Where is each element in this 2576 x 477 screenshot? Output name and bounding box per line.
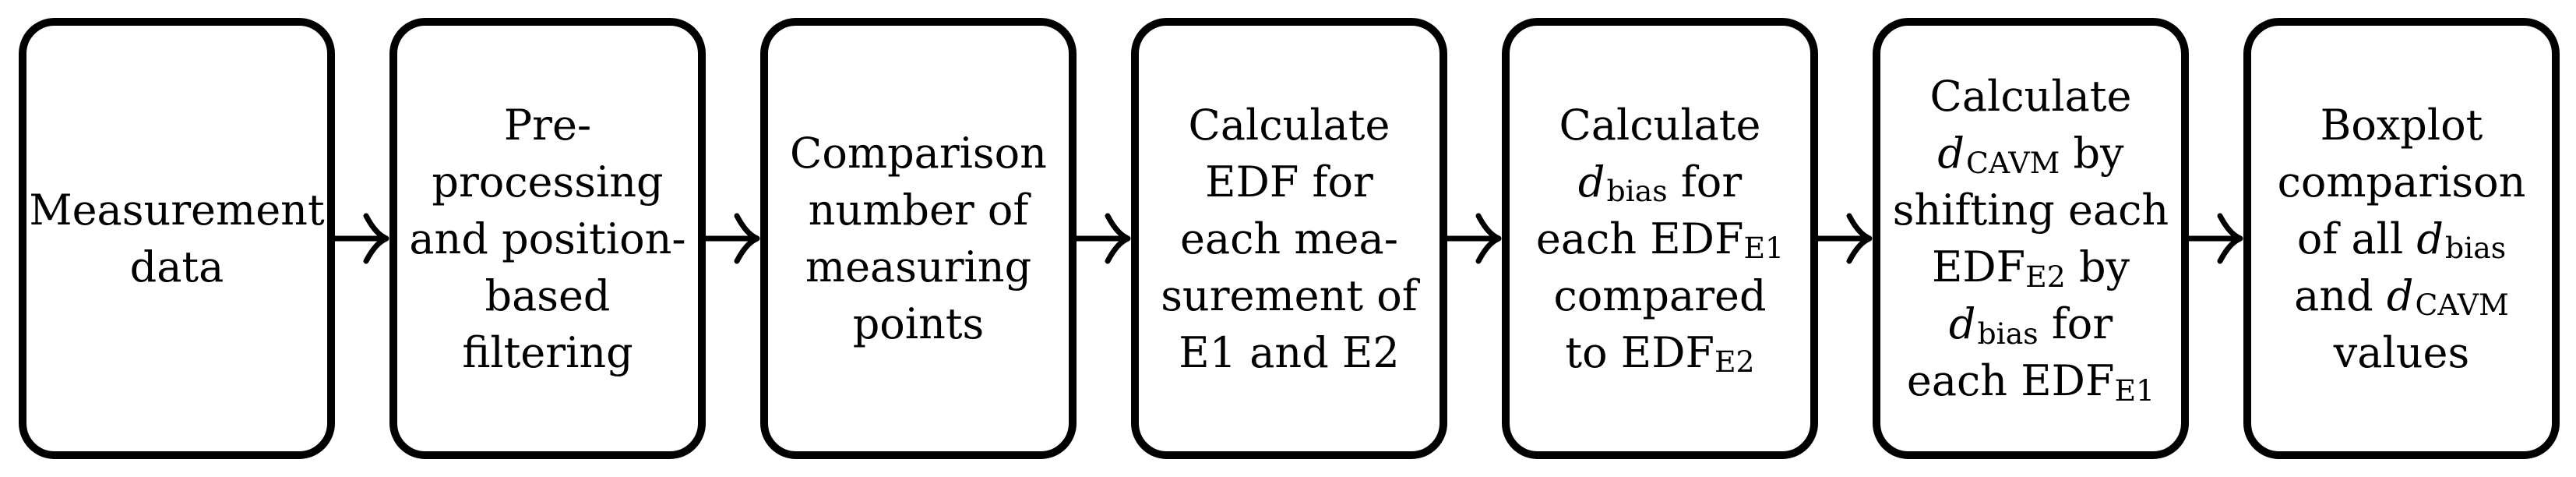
flow-arrow-1 [335,213,389,264]
box-text-line: data [129,242,224,292]
box-text-line: measuring [805,242,1032,292]
flow-box-comparison-measuring-points: Comparison number of measuring points [760,18,1077,459]
box-text-line: to EDFE2 [1565,327,1755,380]
flow-arrow-5 [1818,213,1873,264]
box-text-line: points [852,299,985,348]
box-text-line: compared [1553,270,1767,320]
box-text-line: dCAVM by [1937,129,2124,180]
box-text-line: Pre- [503,100,592,150]
flow-box-preprocessing-filtering: Pre-processing and position-based filterin… [389,18,706,459]
box-text-line: each mea- [1180,214,1398,263]
flow-arrow-3 [1077,213,1131,264]
box-text-line: E1 and E2 [1179,327,1400,377]
box-text-line: dbias for [1948,299,2113,351]
box-text-line: filtering [462,327,633,377]
box-text-line: and dCAVM [2294,270,2509,323]
box-text-line: Calculate [1188,100,1390,150]
box-text-line: Measurement [29,186,325,235]
box-text-line: EDF for [1205,157,1373,207]
box-text-line: shifting each [1892,186,2169,235]
box-text-line: Comparison [790,129,1047,178]
box-text-line: dbias for [1577,157,1743,209]
box-text-line: Calculate [1559,100,1761,150]
box-text-line: number of [808,186,1029,235]
flow-box-measurement-data: Measurement data [19,18,335,459]
box-text-line: of all dbias [2296,214,2507,266]
box-text-line: Calculate [1929,72,2132,121]
flow-arrow-4 [1447,213,1502,264]
box-text-line: comparison [2277,157,2526,207]
box-text-line: Boxplot [2320,100,2483,150]
box-text-line: each EDFE1 [1906,356,2155,408]
flow-arrow-6 [2189,213,2243,264]
box-text-line: EDFE2 by [1931,242,2130,294]
box-text-line: each EDFE1 [1535,214,1785,266]
box-text-line: values [2333,327,2470,377]
box-text-line: based [485,270,611,320]
flow-arrow-2 [706,213,760,264]
box-text-line: processing [432,157,664,207]
box-text-line: and position- [409,214,686,263]
box-text-line: surement of [1161,270,1418,320]
